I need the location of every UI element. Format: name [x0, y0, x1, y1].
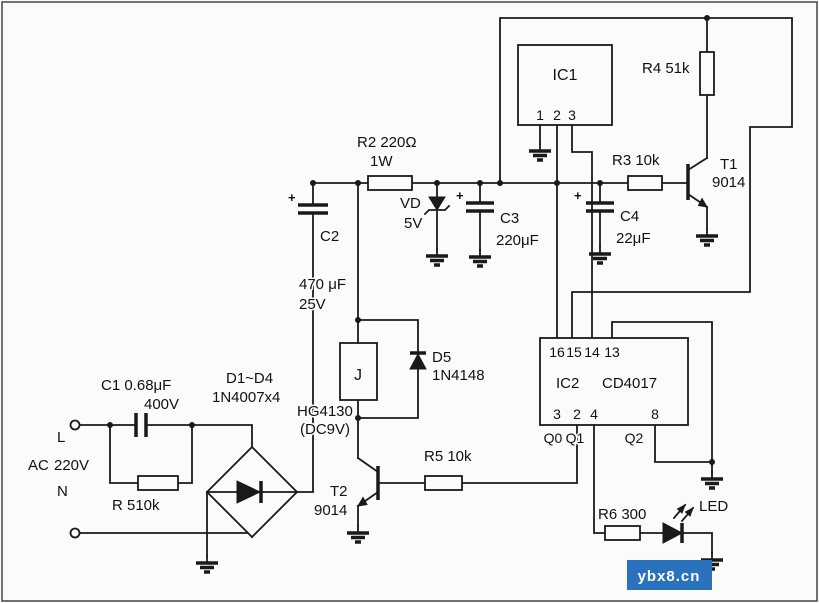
label-ic2-q1: Q1: [566, 430, 585, 446]
label-ic2-pin15: 15: [566, 344, 582, 360]
label-ic1: IC1: [553, 67, 578, 84]
ground-icon: [194, 554, 220, 574]
zener-diode-vd: [423, 196, 451, 216]
label-d5-part: 1N4148: [432, 367, 485, 384]
label-ic1-pin2: 2: [553, 107, 561, 123]
resistor-r5: [424, 475, 463, 491]
label-line-L: L: [57, 429, 65, 446]
ground-icon: [694, 227, 720, 247]
label-vd: VD: [400, 195, 421, 212]
resistor-r6: [604, 525, 641, 541]
label-ic2-pin4: 4: [590, 406, 598, 422]
label-t1-part: 9014: [712, 174, 745, 191]
capacitor-c2: [298, 203, 328, 215]
led: [662, 503, 695, 544]
label-c4: C4: [620, 208, 639, 225]
resistor-r3: [627, 175, 663, 191]
capacitor-c1: [134, 413, 148, 437]
label-c1: C1 0.68μF: [101, 377, 171, 394]
led-arrow-icon: [676, 503, 686, 514]
resistor-r2: [367, 175, 413, 191]
label-d5: D5: [432, 349, 451, 366]
label-c4-plus: +: [574, 188, 582, 203]
label-ic2-pin14: 14: [584, 344, 600, 360]
label-t2: T2: [330, 483, 348, 500]
resistor-r4: [699, 51, 715, 96]
label-r4: R4 51k: [642, 60, 690, 77]
label-r5: R5 10k: [424, 448, 472, 465]
label-ic2-pin3: 3: [553, 406, 561, 422]
label-relay-voltage: (DC9V): [300, 421, 350, 438]
label-t2-part: 9014: [314, 502, 347, 519]
diode-d5: [409, 351, 427, 370]
ic1-box: [517, 44, 613, 126]
watermark-text: ybx8.cn: [638, 568, 701, 585]
label-c3-value: 220μF: [496, 232, 539, 249]
label-c2: C2: [320, 228, 339, 245]
ground-icon: [527, 142, 553, 162]
label-r3: R3 10k: [612, 152, 660, 169]
ground-icon: [345, 524, 371, 544]
capacitor-c3: [466, 201, 494, 213]
ground-icon: [699, 470, 725, 490]
relay-j-box: [339, 342, 378, 401]
label-ic1-pin3: 3: [568, 107, 576, 123]
label-r-input: R 510k: [112, 497, 160, 514]
label-ic2-part: CD4017: [602, 375, 657, 392]
ground-icon: [467, 248, 493, 268]
ground-icon: [424, 247, 450, 267]
label-ic2-pin13: 13: [604, 344, 620, 360]
label-ac: AC: [28, 457, 49, 474]
t2-emitter-arrow-icon: [357, 496, 368, 507]
label-220v: 220V: [54, 457, 89, 474]
label-bridge-part: 1N4007x4: [212, 389, 280, 406]
label-relay-part: HG4130: [297, 403, 353, 420]
label-relay-j: J: [354, 367, 362, 384]
junction-dots: [107, 15, 715, 465]
terminal-N: [69, 527, 81, 539]
led-arrow-icon: [684, 506, 694, 517]
label-ic2: IC2: [556, 375, 579, 392]
resistor-r-input: [137, 475, 179, 491]
label-t1: T1: [720, 156, 738, 173]
label-r2: R2 220Ω: [357, 134, 417, 151]
label-c4-value: 22μF: [616, 230, 651, 247]
label-c1-voltage: 400V: [144, 396, 179, 413]
label-c3-plus: +: [456, 188, 464, 203]
ic2-box: [539, 337, 689, 426]
terminal-L: [69, 419, 81, 431]
transistor-t2: [357, 466, 380, 507]
label-r6: R6 300: [598, 506, 646, 523]
capacitor-c4: [586, 201, 614, 213]
label-c3: C3: [500, 210, 519, 227]
label-c2-voltage: 25V: [299, 296, 326, 313]
label-vd-value: 5V: [404, 215, 422, 232]
watermark: ybx8.cn: [627, 560, 712, 590]
transistor-t1: [686, 164, 708, 208]
label-led: LED: [699, 498, 728, 515]
input-terminals: [69, 419, 81, 539]
label-c2-plus: +: [288, 190, 296, 205]
label-ic2-q0: Q0: [544, 430, 563, 446]
bridge-rectifier-d1-d4: [205, 445, 299, 539]
label-line-N: N: [57, 483, 68, 500]
bridge-diode-icon: [236, 480, 262, 504]
label-c2-value: 470 μF: [299, 276, 346, 293]
t1-emitter-arrow-icon: [697, 197, 708, 208]
label-ic2-q2: Q2: [625, 430, 644, 446]
label-ic2-pin2: 2: [573, 406, 581, 422]
label-ic2-pin16: 16: [549, 344, 565, 360]
label-ic2-pin8: 8: [651, 406, 659, 422]
watermark-background: [627, 560, 712, 590]
label-bridge: D1~D4: [226, 370, 273, 387]
labels: L AC 220V N C1 0.68μF 400V R 510k D1~D4 …: [27, 59, 747, 525]
led-diode-icon: [662, 522, 684, 544]
label-r2-power: 1W: [370, 153, 393, 170]
label-ic1-pin1: 1: [536, 107, 544, 123]
